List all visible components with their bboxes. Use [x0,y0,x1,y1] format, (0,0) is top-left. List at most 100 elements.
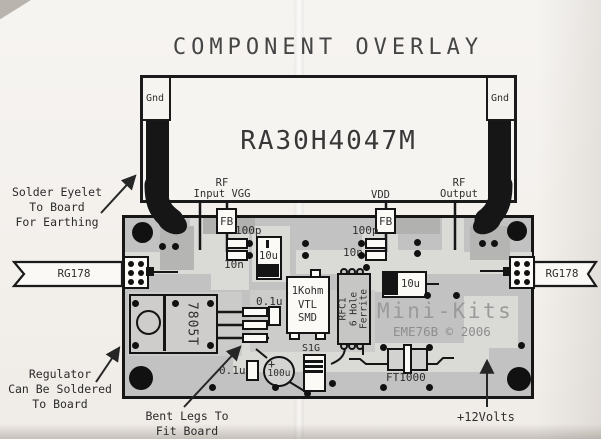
regulator-leg-pad [242,307,268,317]
pad-dot [128,261,134,267]
pad-dot [514,261,520,267]
via-dot [491,240,498,247]
via-dot [380,384,387,391]
cap-stripe [384,273,398,295]
via-dot [358,240,365,247]
via-dot [329,380,336,387]
rfc1-label-line3: Ferrite [358,288,370,330]
rf-output-line2: Output [440,188,478,200]
resistor-label-line3: SMD [298,312,317,324]
module-pin-label-vdd: VDD [371,189,390,201]
via-dot [380,344,387,351]
ft1000-bar [403,344,412,374]
via-dot [304,390,311,397]
gnd-label-right: Gnd [491,93,510,104]
coax-pad-block-left [123,256,149,289]
pad-dot [128,279,134,285]
resistor-label-line1: 1Kohm [291,285,324,297]
via-dot [172,300,179,307]
brand-text: Mini-Kits [377,299,514,323]
regulator-leg-pad [242,333,268,343]
regulator-divider [163,296,166,351]
pcb-trace [470,226,510,260]
note-solder-eyelet: Solder Eyelet To Board For Earthing [4,185,110,230]
mounting-hole [132,222,153,243]
regulator-leg-pad [242,320,268,330]
note-regulator-line2: Can Be Soldered [8,382,112,396]
cap-10u-right-label: 10u [401,278,420,290]
note-bent-legs-line2: Fit Board [155,424,219,438]
paper-corner-mark [0,0,31,21]
pcb-trace [396,218,440,234]
note-solder-eyelet-line2: To Board [29,200,85,214]
cap-10n-left-label: 10n [224,258,244,271]
mounting-hole [507,221,527,241]
mounting-hole [129,366,153,390]
module-gnd-tab-right: Gnd [486,78,514,121]
via-dot [363,264,370,271]
diode-s1g [303,354,326,392]
note-solder-eyelet-line1: Solder Eyelet [11,185,102,199]
module-pin-label-rf-output: RF Output [431,178,487,200]
via-dot [132,300,139,307]
via-dot [302,252,309,259]
paper-bottom-shadow [0,424,601,439]
via-dot [272,384,279,391]
pad-dot [524,270,530,276]
diode-band [305,360,323,363]
paper-right-shadow [538,0,601,439]
via-dot [414,239,421,246]
cap-10n-right-label: 10n [343,246,363,259]
fb-right-label: FB [379,215,393,228]
resistor-1kohm: 1Kohm VTL SMD [286,276,330,334]
coax-label-right: RG178 [545,267,579,280]
cap-100p-right-label: 100p [352,224,379,237]
via-dot [414,250,421,257]
pad-dot [138,279,144,285]
pad-dot [138,270,144,276]
rf-input-line2: Input VGG [193,188,251,200]
rfc1-choke [337,273,371,345]
cap-100p-right [365,238,387,249]
note-bent-legs: Bent Legs To Fit Board [136,409,238,439]
polarity-tick [266,240,269,248]
pad-dot [138,261,144,267]
cap-01u-bottom-label: 0.1u [219,364,246,377]
brand-id-text: EME76B © 2006 [393,324,491,339]
gnd-label-left: Gnd [146,93,165,104]
via-dot [426,344,433,351]
rf-module: Gnd Gnd RA30H4047M RF Input VGG VDD RF O… [140,75,517,203]
coax-pad-block-right [509,256,535,289]
pad-dot [514,270,520,276]
pcb-trace [464,296,518,348]
module-pin-label-rf-input: RF Input VGG [185,178,259,200]
ft1000-label: FT1000 [386,371,426,384]
note-solder-eyelet-line3: For Earthing [15,215,99,229]
module-part-number: RA30H4047M [240,126,417,156]
pad-dot [514,279,520,285]
via-dot [424,292,431,299]
cap-10n-right [365,250,387,261]
cap-stripe [258,264,279,277]
note-regulator-line3: To Board [32,397,88,411]
note-bent-legs-line1: Bent Legs To [145,409,229,423]
coax-label-left: RG178 [57,267,91,280]
cap-100u-plus: + [268,357,276,371]
rf-output-line1: RF [452,177,466,189]
cap-100p-left [226,238,248,249]
cap-10u-left-label: 10u [259,250,278,262]
via-dot [302,240,309,247]
rfc1-labels: RFC1 6 Hole Ferrite [337,288,370,330]
coax-connector-left [146,267,154,276]
cap-100u-label: 100u [267,368,291,379]
via-dot [209,384,216,391]
coax-connector-right [503,267,511,276]
rf-input-line1: RF [215,177,229,189]
resistor-label-line2: VTL [298,298,317,311]
cap-01u-top [268,306,281,326]
cap-100p-left-label: 100p [235,224,262,237]
via-dot [172,243,179,250]
diode-band [305,365,323,368]
via-dot [207,300,214,307]
